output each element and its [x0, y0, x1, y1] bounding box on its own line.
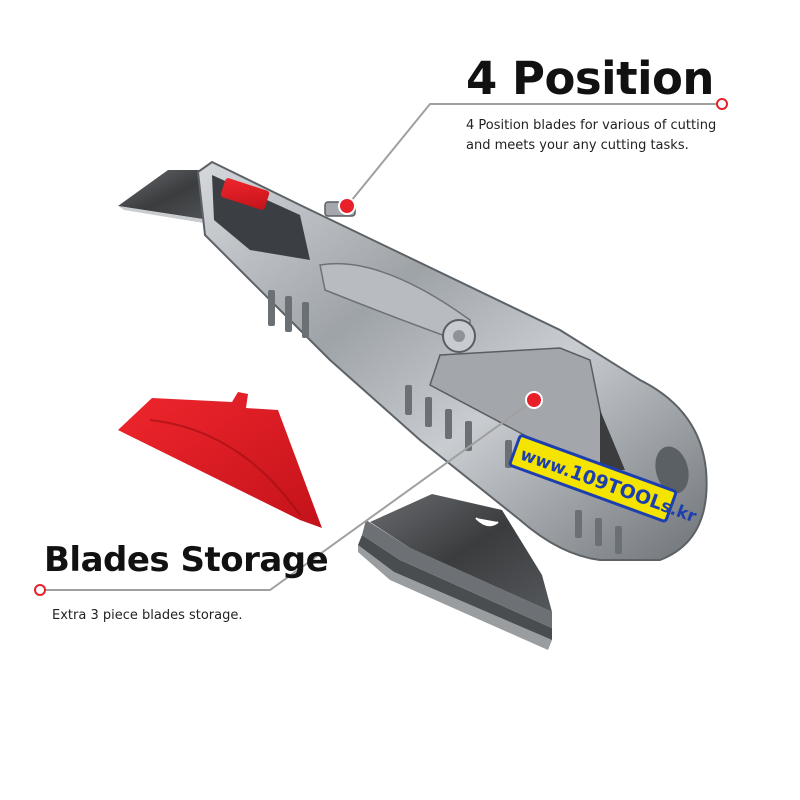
spare-blades: [358, 494, 552, 650]
position-description-line1: 4 Position blades for various of cutting: [466, 118, 717, 133]
knife-blade: [118, 170, 222, 226]
callout-leader-position: [338, 98, 728, 215]
position-title: 4 Position: [466, 52, 714, 105]
storage-title: Blades Storage: [44, 540, 329, 580]
storage-description: Extra 3 piece blades storage.: [52, 608, 243, 623]
callout-leader-storage: [34, 391, 543, 596]
slider-button: [220, 178, 270, 210]
position-description: 4 Position blades for various of cutting…: [466, 116, 766, 156]
position-description-line2: and meets your any cutting tasks.: [466, 138, 689, 153]
storage-cover: [118, 392, 322, 528]
